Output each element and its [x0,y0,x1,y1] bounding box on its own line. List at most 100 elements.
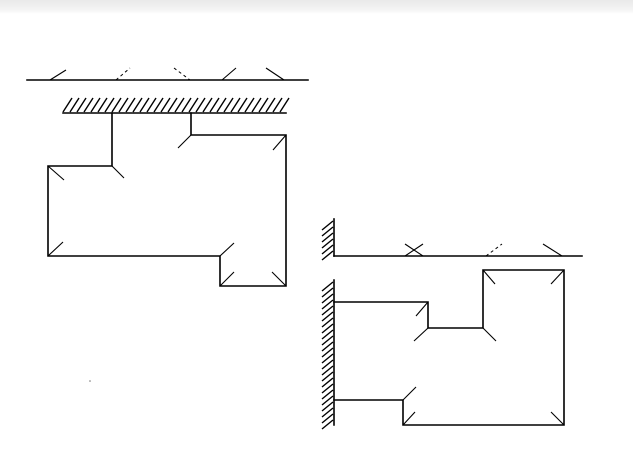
joint-mark [482,269,496,285]
hatch-stroke [181,97,192,113]
hatch-stroke [83,97,94,113]
joint-mark [271,271,287,287]
hatch-stroke [139,97,150,113]
hatch-stroke [321,232,334,243]
hatch-stroke [321,383,334,394]
hatch-stroke [321,371,334,382]
hatch-stroke [104,97,115,113]
figure-top-left [26,67,309,287]
hatch-stroke [244,97,255,113]
tick-mark [49,69,67,81]
hatch-stroke [90,97,101,113]
hatch-stroke [230,97,241,113]
hatch-stroke [321,311,334,322]
hatch-stroke [321,413,334,424]
joint-mark [111,165,125,179]
hatch-stroke [160,97,171,113]
scan-speck [89,380,91,382]
wall-hatching [321,281,334,430]
hatch-stroke [321,220,334,231]
hatch-stroke [202,97,213,113]
hatch-stroke [321,250,334,261]
wall-support-upper [321,218,335,261]
joint-mark [219,271,235,287]
hatch-stroke [265,97,276,113]
hatch-stroke [76,97,87,113]
joint-mark [413,327,429,342]
hatch-stroke [321,238,334,249]
scan-top-edge [0,0,633,14]
hatch-stroke [321,226,334,237]
dashed-tick-mark [173,67,191,81]
hatch-stroke [321,377,334,388]
hatch-stroke [188,97,199,113]
hatch-stroke [321,365,334,376]
joint-mark [415,301,429,317]
hatch-stroke [321,244,334,255]
hatch-stroke [321,329,334,340]
hatch-stroke [321,299,334,310]
frame-outline [47,112,287,287]
hatch-stroke [321,287,334,298]
frame-members [47,112,287,287]
hatch-stroke [321,401,334,412]
hatched-ground-support [62,97,290,114]
hatch-stroke [321,389,334,400]
cross-mark [404,243,424,257]
hatch-stroke [321,317,334,328]
tick-mark [221,67,237,81]
reference-line-right [333,243,583,257]
joint-mark [47,241,64,257]
hatch-stroke [167,97,178,113]
frame-outline [333,269,565,426]
hatch-stroke [321,281,334,292]
joint-mark [550,269,565,285]
hatch-stroke [321,359,334,370]
hatch-stroke [321,419,334,430]
hatch-stroke [321,293,334,304]
hatch-stroke [223,97,234,113]
hatch-stroke [118,97,129,113]
hatch-stroke [132,97,143,113]
joint-mark [550,411,565,426]
wall-hatching [321,220,334,261]
joint-mark [177,134,192,149]
hatch-stroke [279,97,290,113]
tick-mark [265,67,285,81]
hatch-stroke [195,97,206,113]
reference-line-top [26,67,309,81]
figure-bottom-right [321,218,583,430]
hatch-stroke [97,97,108,113]
hatch-stroke [237,97,248,113]
joint-mark [482,327,497,342]
dashed-tick-mark [485,243,503,257]
wall-support-lower [321,279,335,430]
hatch-stroke [321,353,334,364]
hatch-stroke [321,305,334,316]
hatch-stroke [321,323,334,334]
hatch-stroke [111,97,122,113]
frame-members [333,269,565,426]
joint-marks [402,269,565,426]
joint-mark [402,411,416,426]
hatch-stroke [321,347,334,358]
hatch-stroke [62,97,73,113]
hatch-stroke [209,97,220,113]
joint-mark [272,134,287,151]
hatch-stroke [272,97,283,113]
hatch-stroke [258,97,269,113]
hatch-stroke [251,97,262,113]
hatch-stroke [216,97,227,113]
hatch-stroke [174,97,185,113]
dashed-tick-mark [115,67,131,81]
joint-mark [402,386,417,401]
joint-marks [47,134,287,287]
hatch-stroke [321,341,334,352]
hatch-stroke [321,407,334,418]
hatch-stroke [146,97,157,113]
joint-mark [47,165,65,181]
hatch-stroke [125,97,136,113]
joint-mark [219,242,235,257]
hatch-stroke [69,97,80,113]
